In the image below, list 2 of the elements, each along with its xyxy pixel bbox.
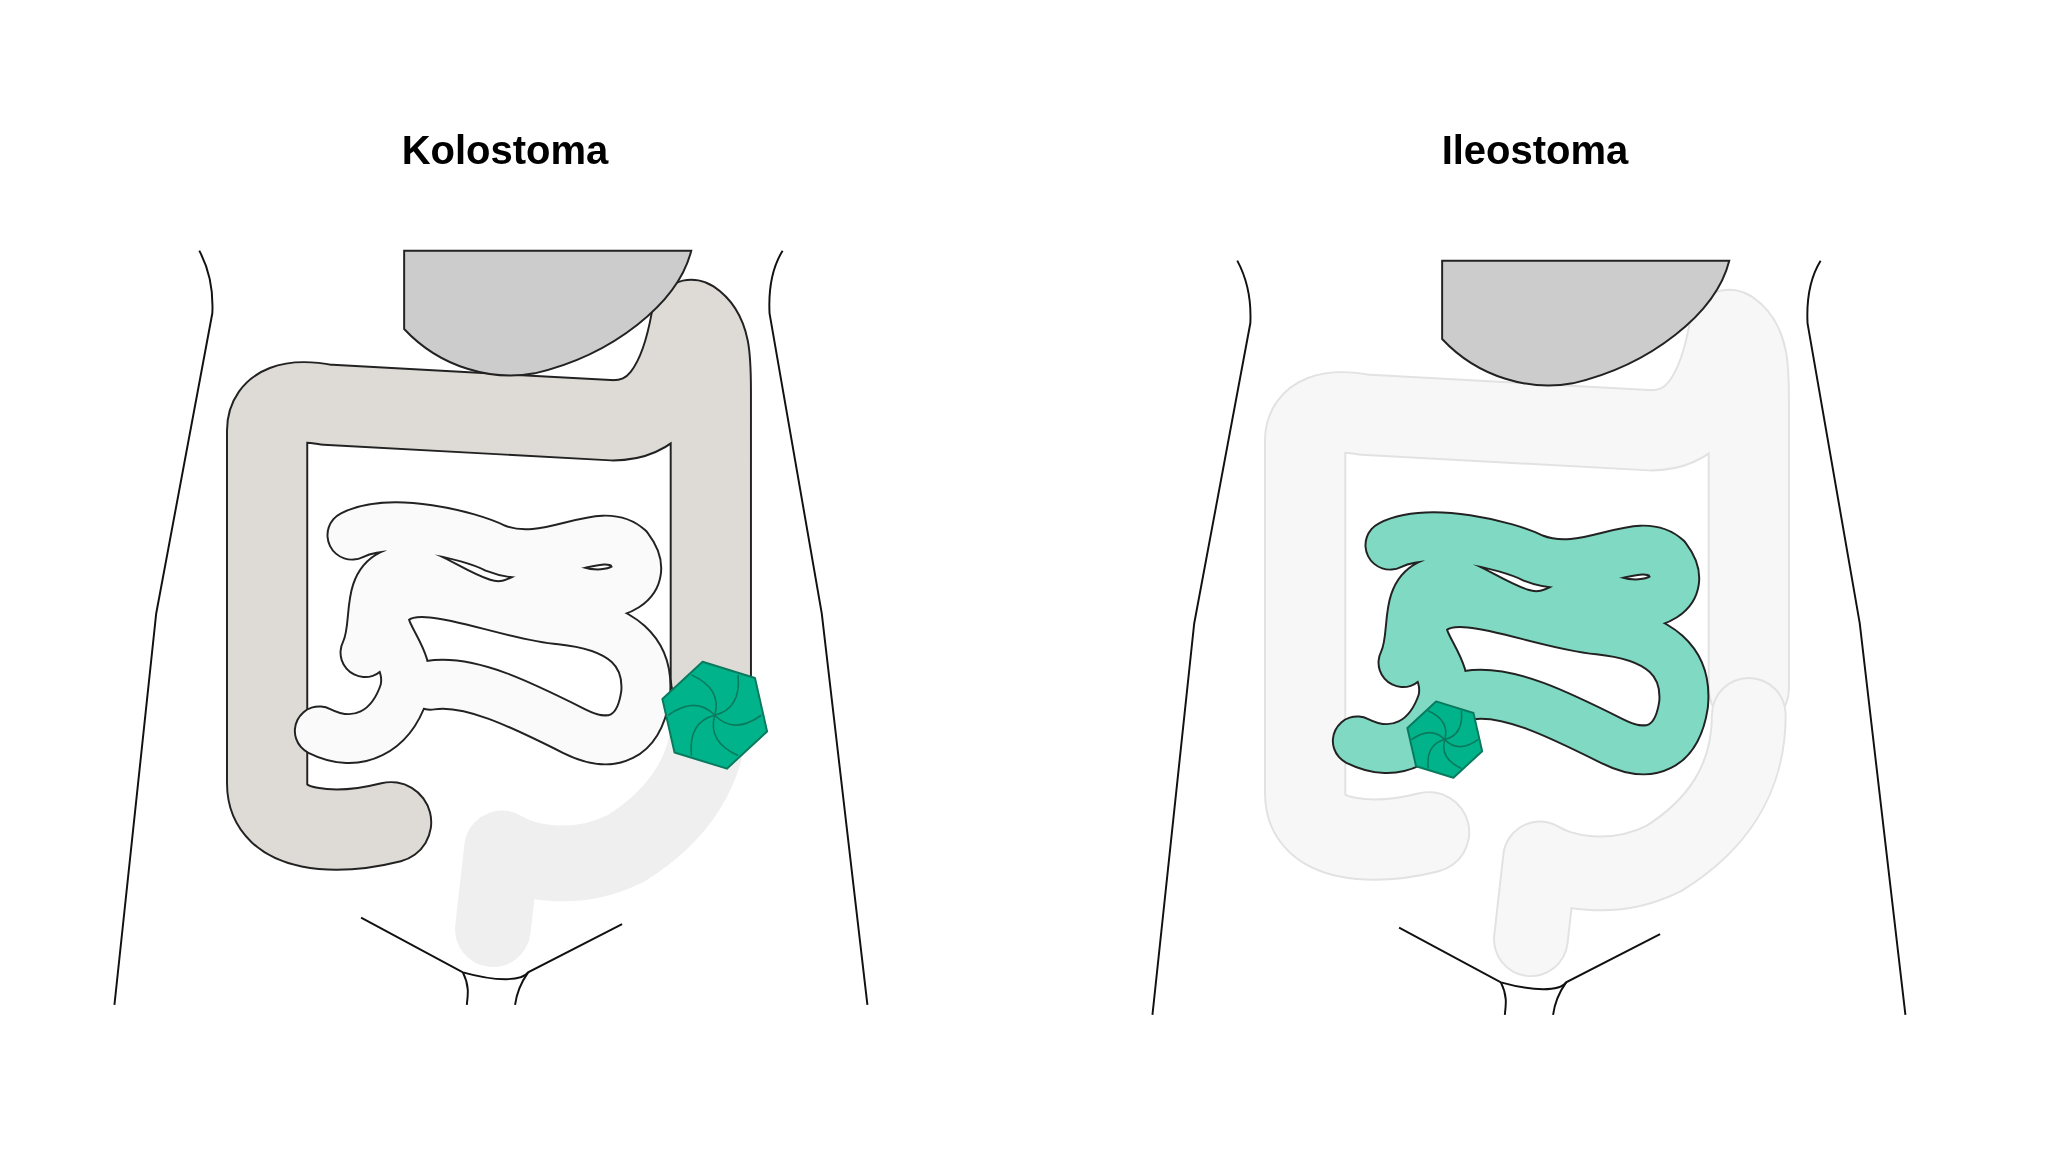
- heading: Ileostoma: [1441, 128, 1629, 172]
- heading: Kolostoma: [401, 128, 609, 172]
